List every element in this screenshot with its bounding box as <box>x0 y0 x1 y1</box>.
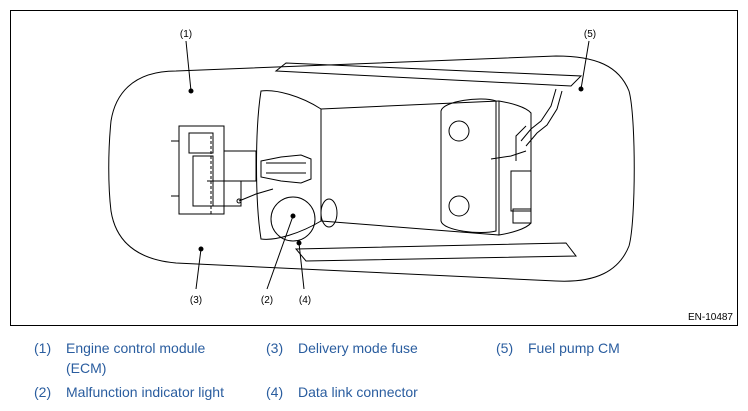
legend-label: Fuel pump CM <box>528 340 620 356</box>
roof-line-bottom <box>320 220 500 236</box>
callout-1: (1) <box>179 29 193 40</box>
vehicle-diagram <box>108 40 635 290</box>
rear-window <box>498 100 532 236</box>
leader-1 <box>185 40 192 92</box>
legend-label-cont: (ECM) <box>66 360 107 376</box>
leader-4 <box>298 242 305 290</box>
legend: (1) Engine control module (ECM) (2) Malf… <box>0 334 748 411</box>
door-strip-bottom <box>294 242 578 262</box>
legend-item-5: (5) Fuel pump CM <box>496 338 696 358</box>
legend-number: (5) <box>496 340 514 356</box>
legend-number: (2) <box>34 384 52 400</box>
legend-number: (4) <box>266 384 284 400</box>
front-windshield <box>256 90 322 240</box>
callout-5: (5) <box>583 29 597 40</box>
legend-item-1: (1) Engine control module (ECM) <box>34 338 264 378</box>
car-body-outline <box>108 55 635 282</box>
callout-4: (4) <box>298 295 312 306</box>
figure-id: EN-10487 <box>687 312 733 323</box>
leader-3 <box>195 248 202 290</box>
legend-label: Data link connector <box>298 384 418 400</box>
legend-number: (1) <box>34 340 52 356</box>
fuel-tank <box>440 98 497 234</box>
legend-item-2: (2) Malfunction indicator light <box>34 382 264 402</box>
engine-ecm-assembly <box>171 125 257 216</box>
door-strip-top <box>274 62 583 87</box>
legend-number: (3) <box>266 340 284 356</box>
legend-item-3: (3) Delivery mode fuse <box>266 338 466 358</box>
legend-item-4: (4) Data link connector <box>266 382 466 402</box>
callout-2: (2) <box>260 295 274 306</box>
legend-label: Malfunction indicator light <box>66 384 224 400</box>
legend-label: Delivery mode fuse <box>298 340 418 356</box>
roof-line-top <box>320 100 500 110</box>
fuel-pump-cm-assembly <box>490 88 563 224</box>
legend-label: Engine control module <box>66 340 206 356</box>
leader-2 <box>266 215 294 290</box>
dashboard-area <box>236 154 338 242</box>
leader-5 <box>580 40 590 90</box>
callout-3: (3) <box>189 295 203 306</box>
vehicle-diagram-frame: (1) (2) (3) (4) (5) EN-10487 <box>10 10 738 326</box>
